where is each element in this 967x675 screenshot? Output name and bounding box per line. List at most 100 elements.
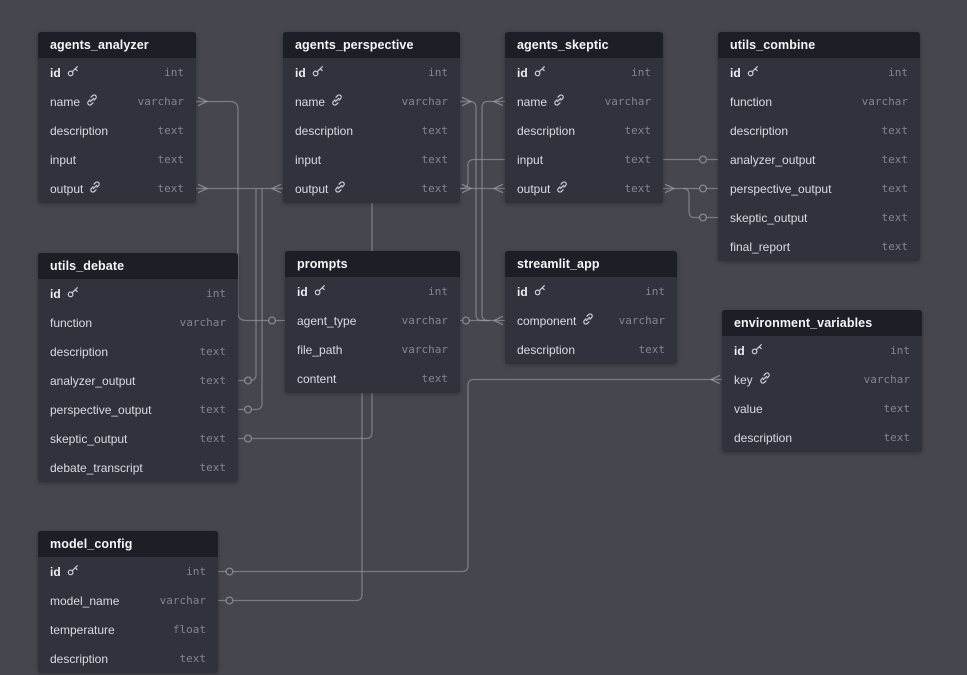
primary-key-icon xyxy=(67,286,79,301)
one-circle-icon xyxy=(243,405,253,414)
field-name-wrap: name xyxy=(50,94,98,109)
primary-key-icon xyxy=(534,284,546,299)
relationship-path xyxy=(218,378,722,573)
field-name: skeptic_output xyxy=(730,210,808,225)
table-title[interactable]: utils_combine xyxy=(718,32,920,58)
relationship-path xyxy=(481,100,505,322)
field-name: function xyxy=(730,94,773,109)
table-title[interactable]: streamlit_app xyxy=(505,251,677,277)
table-title[interactable]: agents_analyzer xyxy=(38,32,196,58)
field-name-wrap: debate_transcript xyxy=(50,461,143,475)
field-name: id xyxy=(734,343,745,358)
field-name-wrap: input xyxy=(295,153,321,167)
table-title[interactable]: prompts xyxy=(285,251,460,277)
table-title[interactable]: agents_skeptic xyxy=(505,32,663,58)
field-name-wrap: description xyxy=(50,124,108,138)
one-circle-icon xyxy=(225,567,234,576)
field-name: name xyxy=(295,94,326,109)
field-name-wrap: model_name xyxy=(50,594,119,608)
field-name: input xyxy=(517,152,544,167)
field-type: varchar xyxy=(137,95,184,108)
field-name-wrap: temperature xyxy=(50,623,115,637)
table-title[interactable]: environment_variables xyxy=(722,310,922,336)
field-name-wrap: description xyxy=(517,343,575,357)
field-name: function xyxy=(50,315,93,330)
field-name: name xyxy=(517,94,548,109)
field-type: text xyxy=(883,431,911,444)
field-type: int xyxy=(631,66,651,79)
field-name-wrap: output xyxy=(50,181,101,196)
field-name-wrap: file_path xyxy=(297,343,342,357)
field-type: text xyxy=(624,153,652,166)
relation-link-icon xyxy=(553,94,565,109)
field-name-wrap: input xyxy=(517,153,543,167)
field-type: text xyxy=(421,182,449,195)
field-row-skeptic_output[interactable]: skeptic_output text xyxy=(38,424,238,453)
table-title[interactable]: utils_debate xyxy=(38,253,238,279)
field-name-wrap: value xyxy=(734,402,763,416)
table-title[interactable]: agents_perspective xyxy=(283,32,460,58)
field-row-input[interactable]: input text xyxy=(505,145,663,174)
field-type: int xyxy=(186,565,206,578)
field-name: id xyxy=(295,65,306,80)
field-name-wrap: skeptic_output xyxy=(50,432,127,446)
field-name: agent_type xyxy=(297,313,357,328)
field-name: file_path xyxy=(297,342,343,357)
field-row-name[interactable]: name varchar xyxy=(38,87,196,116)
table-title[interactable]: model_config xyxy=(38,531,218,557)
field-type: text xyxy=(199,432,227,445)
relation-link-icon xyxy=(759,372,771,387)
field-name-wrap: output xyxy=(517,181,568,196)
